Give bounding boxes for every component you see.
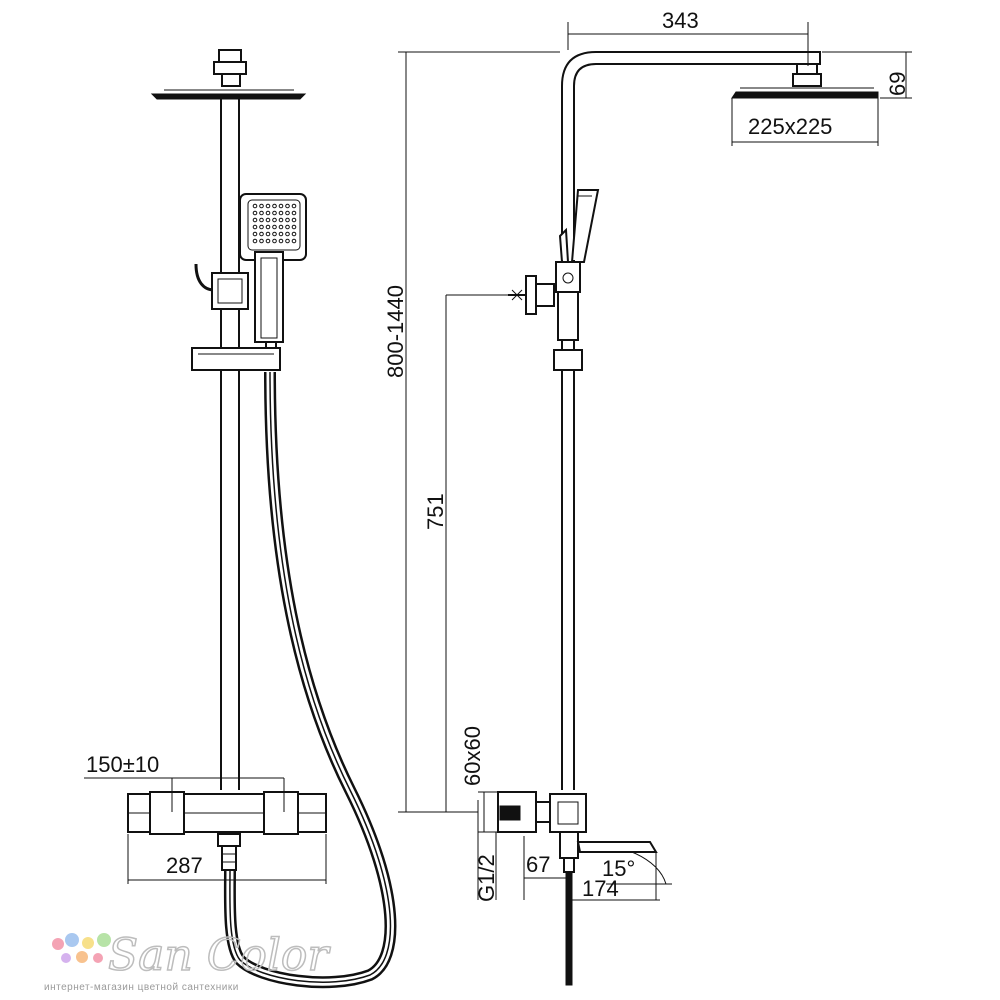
hose-front [223, 371, 397, 989]
thermostatic-mixer-front [127, 791, 327, 871]
top-reach-label: 343 [662, 8, 699, 33]
logo-dot [93, 953, 103, 963]
rain-shower-head-front [150, 49, 307, 100]
bracket-label: 60x60 [460, 726, 485, 786]
dim-height-range: 800-1440 [383, 51, 560, 813]
front-view: 150±10 287 [84, 49, 397, 989]
shower-arm-side [561, 51, 822, 260]
dim-body-width: 287 [127, 834, 327, 884]
dim-inlet-height: 751 [423, 294, 508, 812]
logo-dot [76, 951, 88, 963]
wall-connector-side: 60x60 G1/2 [460, 726, 537, 902]
brand-logo: San Color интернет-магазин цветной санте… [44, 929, 332, 993]
height-range-label: 800-1440 [383, 285, 408, 378]
brand-tagline: интернет-магазин цветной сантехники [44, 982, 239, 993]
spout-offset-label: 67 [526, 852, 550, 877]
logo-dot [61, 953, 71, 963]
logo-dot [65, 933, 79, 947]
shower-riser-pipe-side [553, 260, 583, 790]
logo-dots [52, 933, 111, 963]
hand-shower-side [558, 189, 600, 263]
hook-holder-front [194, 263, 249, 310]
wall-bracket-side [508, 275, 555, 315]
center-distance-label: 150±10 [86, 752, 159, 777]
inlet-height-label: 751 [423, 493, 448, 530]
head-height-label: 69 [885, 72, 910, 96]
dim-head-height: 69 [822, 51, 912, 99]
side-view: 343 69 225x225 [383, 8, 912, 986]
dim-top-reach: 343 [567, 8, 809, 66]
mixer-spout-side [535, 793, 658, 986]
hand-shower-front [239, 193, 307, 351]
slide-bar-front [191, 347, 281, 371]
thread-label: G1/2 [474, 854, 499, 902]
shower-riser-pipe-front [220, 99, 240, 790]
nozzle-grid [252, 203, 297, 244]
spout-angle-label: 15° [602, 856, 635, 881]
logo-dot [97, 933, 111, 947]
dim-spout: 67 174 15° [523, 836, 672, 901]
logo-dot [52, 938, 64, 950]
dim-center-distance: 150±10 [84, 752, 285, 812]
spout-length-label: 174 [582, 876, 619, 901]
body-width-label: 287 [166, 853, 203, 878]
brand-name: San Color [108, 930, 331, 981]
logo-dot [82, 937, 94, 949]
rain-shower-head-side [731, 87, 879, 99]
head-size-label: 225x225 [748, 114, 832, 139]
dim-head-size: 225x225 [731, 98, 879, 146]
